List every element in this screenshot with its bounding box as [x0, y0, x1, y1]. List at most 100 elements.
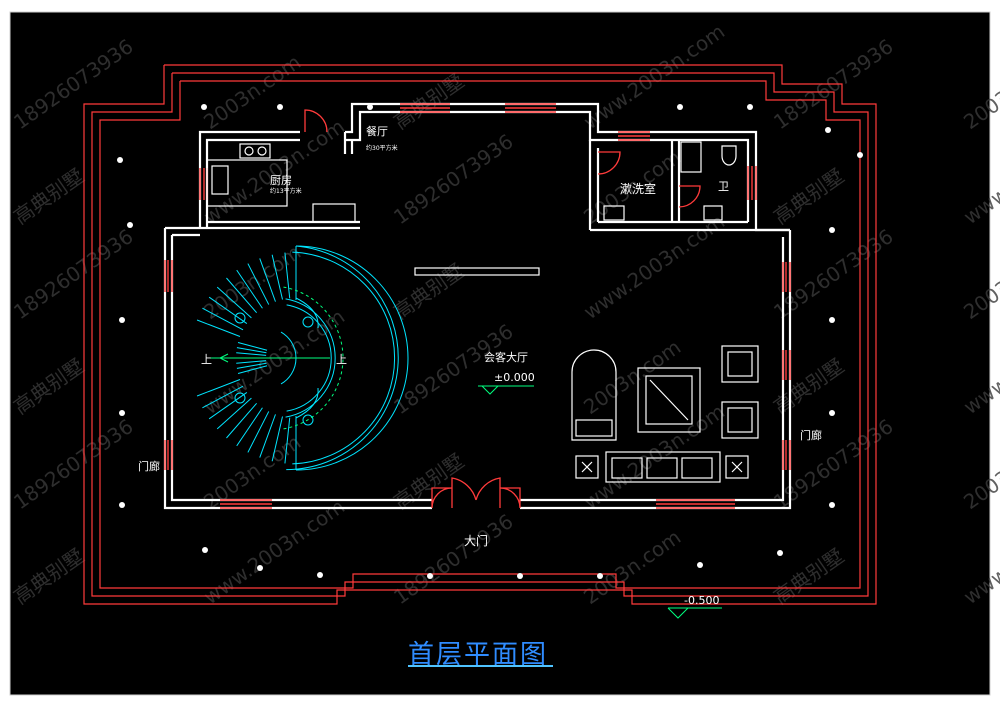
stair-tread: [284, 417, 291, 464]
kitchen-counter: [206, 159, 288, 207]
label-kitchen: 厨房: [270, 174, 292, 187]
window-left-2: [164, 440, 173, 470]
void-bar: [414, 267, 540, 276]
column-dot: [857, 152, 863, 158]
stair-tread: [216, 397, 252, 430]
window-right-2: [782, 350, 791, 380]
column-dot: [829, 317, 835, 323]
window-right-1: [782, 262, 791, 292]
column-dot: [277, 104, 283, 110]
level-marker-outer: [667, 607, 722, 619]
columns: [117, 104, 863, 579]
stair-tread: [202, 385, 244, 409]
stair-tread: [284, 252, 291, 299]
laundry-basin: [603, 205, 625, 221]
furniture: [206, 141, 759, 483]
kitchen-door: [304, 109, 328, 133]
stair-tread: [236, 362, 267, 369]
stair-tread: [236, 347, 267, 354]
stair-arrow: [218, 353, 229, 363]
window-left-1: [164, 260, 173, 292]
top-wall: [345, 102, 650, 134]
column-dot: [367, 104, 373, 110]
main-door-right: [499, 487, 521, 509]
figure-number: 图号T61104: [33, 658, 155, 682]
level-marker-hall: [478, 385, 534, 395]
title-underline: [408, 665, 553, 667]
column-dot: [697, 562, 703, 568]
stair-tread: [216, 286, 252, 319]
stair-tread: [196, 379, 241, 397]
column-dot: [517, 573, 523, 579]
column-dot: [202, 547, 208, 553]
side-table-right: [725, 455, 749, 479]
column-dot: [747, 104, 753, 110]
newel-post: [302, 316, 314, 328]
column-dot: [597, 573, 603, 579]
label-laundry: 漱洗室: [620, 182, 657, 196]
label-main-door: 大门: [464, 534, 489, 548]
label-kitchen-area: 约13平方米: [270, 188, 302, 195]
window-top-1: [400, 103, 450, 113]
column-dot: [829, 227, 835, 233]
stair-tread: [259, 414, 276, 458]
stair-wing-bottom: [295, 387, 319, 419]
terrace-outline-1: [83, 64, 877, 605]
stair-tread: [271, 416, 283, 462]
stair-inner-rail-2: [286, 304, 332, 412]
stair-tread: [236, 269, 263, 309]
stair-tread: [271, 254, 283, 300]
stair-tread: [236, 352, 267, 356]
armchair-tall: [571, 349, 617, 441]
column-dot: [829, 502, 835, 508]
stair-tread: [237, 341, 268, 351]
main-door-leaf-l: [451, 477, 477, 508]
column-dot: [777, 550, 783, 556]
column-dot: [317, 572, 323, 578]
window-bath: [747, 166, 757, 200]
column-dot: [825, 127, 831, 133]
stair-tread: [259, 258, 276, 302]
stair-wing-top: [295, 297, 319, 329]
stair-tread: [247, 411, 270, 453]
label-stair-up-left: 上: [201, 353, 212, 366]
newel-post: [302, 414, 314, 426]
label-bath: 卫: [718, 180, 729, 193]
label-stair-up-right: 上: [336, 353, 347, 366]
coffee-table: [637, 367, 701, 433]
terrace-outline: [83, 64, 877, 605]
window-top-2: [505, 103, 556, 113]
label-living-level: ±0.000: [494, 371, 535, 384]
terrace-outline-2: [91, 72, 869, 597]
stair-tread: [196, 319, 241, 337]
stair-outer-rail-2: [292, 251, 396, 465]
column-dot: [119, 502, 125, 508]
window-right-3: [782, 440, 791, 470]
column-dot: [117, 157, 123, 163]
stair-outer-rail: [286, 245, 409, 471]
stair-tread: [226, 402, 258, 439]
fridge: [312, 203, 356, 223]
window-bottom-right: [656, 499, 735, 509]
label-living: 会客大厅: [484, 351, 528, 364]
hall-wall-left: [163, 228, 432, 510]
drawing-area: [9, 11, 991, 696]
toilet: [721, 145, 737, 166]
stair: [196, 245, 409, 471]
column-dot: [677, 104, 683, 110]
stair-tread: [202, 307, 244, 331]
bath-sink: [703, 205, 723, 221]
terrace-outline-3: [99, 80, 861, 589]
label-outer-level: -0.500: [684, 594, 720, 607]
column-dot: [427, 573, 433, 579]
sofa: [605, 451, 721, 483]
stair-tread: [247, 263, 270, 305]
shower: [680, 141, 702, 173]
column-dot: [119, 317, 125, 323]
label-dining: 餐厅: [366, 125, 388, 138]
stair-tread: [236, 407, 263, 447]
stair-tread: [208, 296, 248, 324]
stair-tread: [208, 392, 248, 420]
laundry-door: [597, 151, 621, 175]
